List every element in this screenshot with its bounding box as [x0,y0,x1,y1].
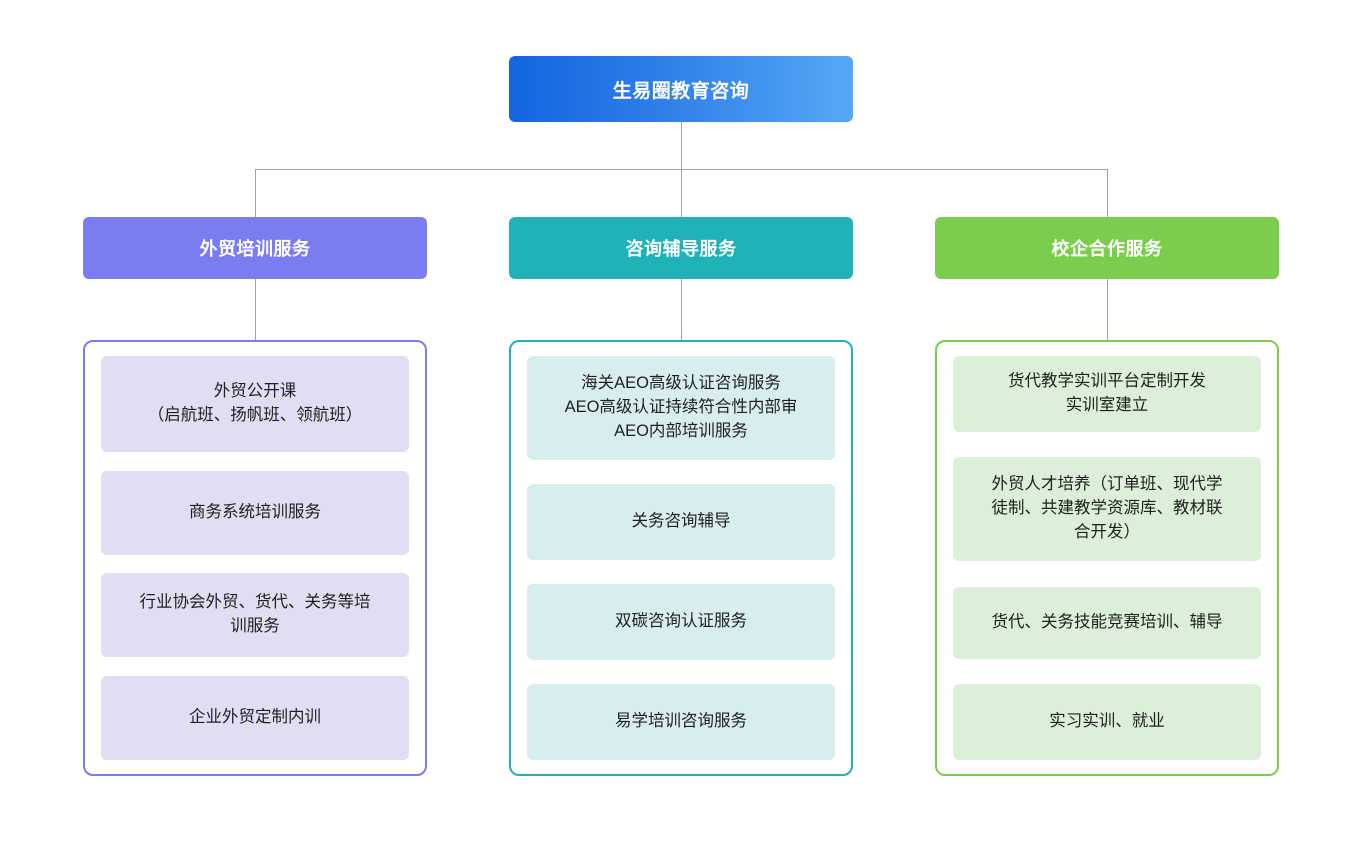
service-item-line: 企业外贸定制内训 [189,708,321,726]
service-item[interactable]: 企业外贸定制内训 [101,675,409,760]
service-item-line: 双碳咨询认证服务 [615,612,747,631]
service-item-line: 实训室建立 [1065,396,1149,414]
connector-stem-col-0 [255,279,256,340]
connector-drop-col-0 [255,169,256,217]
service-item[interactable]: 行业协会外贸、货代、关务等培 训服务 [101,573,409,658]
service-item[interactable]: 商务系统培训服务 [101,470,409,555]
service-item-line: AEO内部培训服务 [614,421,748,440]
service-item-line: 徒制、共建教学资源库、教材联 [991,499,1223,518]
service-item-line: 海关AEO高级认证咨询服务 [581,374,781,393]
connector-drop-col-1 [681,169,682,217]
service-item[interactable]: 双碳咨询认证服务 [527,584,835,660]
root-node[interactable]: 生易圈教育咨询 [509,56,853,122]
category-header-zixun-fudao[interactable]: 咨询辅导服务 [509,217,853,279]
service-item-line: 关务咨询辅导 [631,512,731,531]
category-header-label: 外贸培训服务 [199,239,311,259]
service-item-line: 实习实训、就业 [1049,712,1165,731]
connector-drop-col-2 [1107,169,1108,217]
service-item[interactable]: 易学培训咨询服务 [527,684,835,760]
service-item[interactable]: 关务咨询辅导 [527,484,835,560]
category-header-label: 咨询辅导服务 [625,239,737,259]
service-item-line: 货代、关务技能竞赛培训、辅导 [991,612,1223,631]
service-item-line: 易学培训咨询服务 [615,712,747,731]
service-item-line: 行业协会外贸、货代、关务等培 [139,593,371,612]
root-node-label: 生易圈教育咨询 [612,80,750,102]
service-item-line: 合开发） [1074,523,1140,542]
service-item-line: 训服务 [230,617,280,636]
connector-stem-col-2 [1107,279,1108,340]
category-header-label: 校企合作服务 [1051,239,1163,259]
service-group-xiaoqi-hezuo: 货代教学实训平台定制开发 实训室建立 外贸人才培养（订单班、现代学 徒制、共建教… [935,340,1279,776]
service-item[interactable]: 外贸公开课 （启航班、扬帆班、领航班） [101,356,409,452]
service-item-line: （启航班、扬帆班、领航班） [147,406,363,424]
service-item[interactable]: 海关AEO高级认证咨询服务 AEO高级认证持续符合性内部审 AEO内部培训服务 [527,356,835,460]
service-item-line: 外贸人才培养（订单班、现代学 [991,475,1223,494]
service-item-line: 外贸公开课 [213,382,297,401]
connector-root-stem [681,122,682,169]
category-header-xiaoqi-hezuo[interactable]: 校企合作服务 [935,217,1279,279]
service-item-line: 商务系统培训服务 [189,502,321,521]
service-group-zixun-fudao: 海关AEO高级认证咨询服务 AEO高级认证持续符合性内部审 AEO内部培训服务 … [509,340,853,776]
connector-stem-col-1 [681,279,682,340]
service-item-line: AEO高级认证持续符合性内部审 [564,398,798,417]
service-item[interactable]: 实习实训、就业 [953,683,1261,760]
service-item[interactable]: 货代、关务技能竞赛培训、辅导 [953,586,1261,659]
service-group-waimao-peixun: 外贸公开课 （启航班、扬帆班、领航班） 商务系统培训服务 行业协会外贸、货代、关… [83,340,427,776]
service-item-line: 货代教学实训平台定制开发 [1008,372,1206,391]
category-header-waimao-peixun[interactable]: 外贸培训服务 [83,217,427,279]
service-item[interactable]: 外贸人才培养（订单班、现代学 徒制、共建教学资源库、教材联 合开发） [953,457,1261,562]
service-item[interactable]: 货代教学实训平台定制开发 实训室建立 [953,356,1261,432]
